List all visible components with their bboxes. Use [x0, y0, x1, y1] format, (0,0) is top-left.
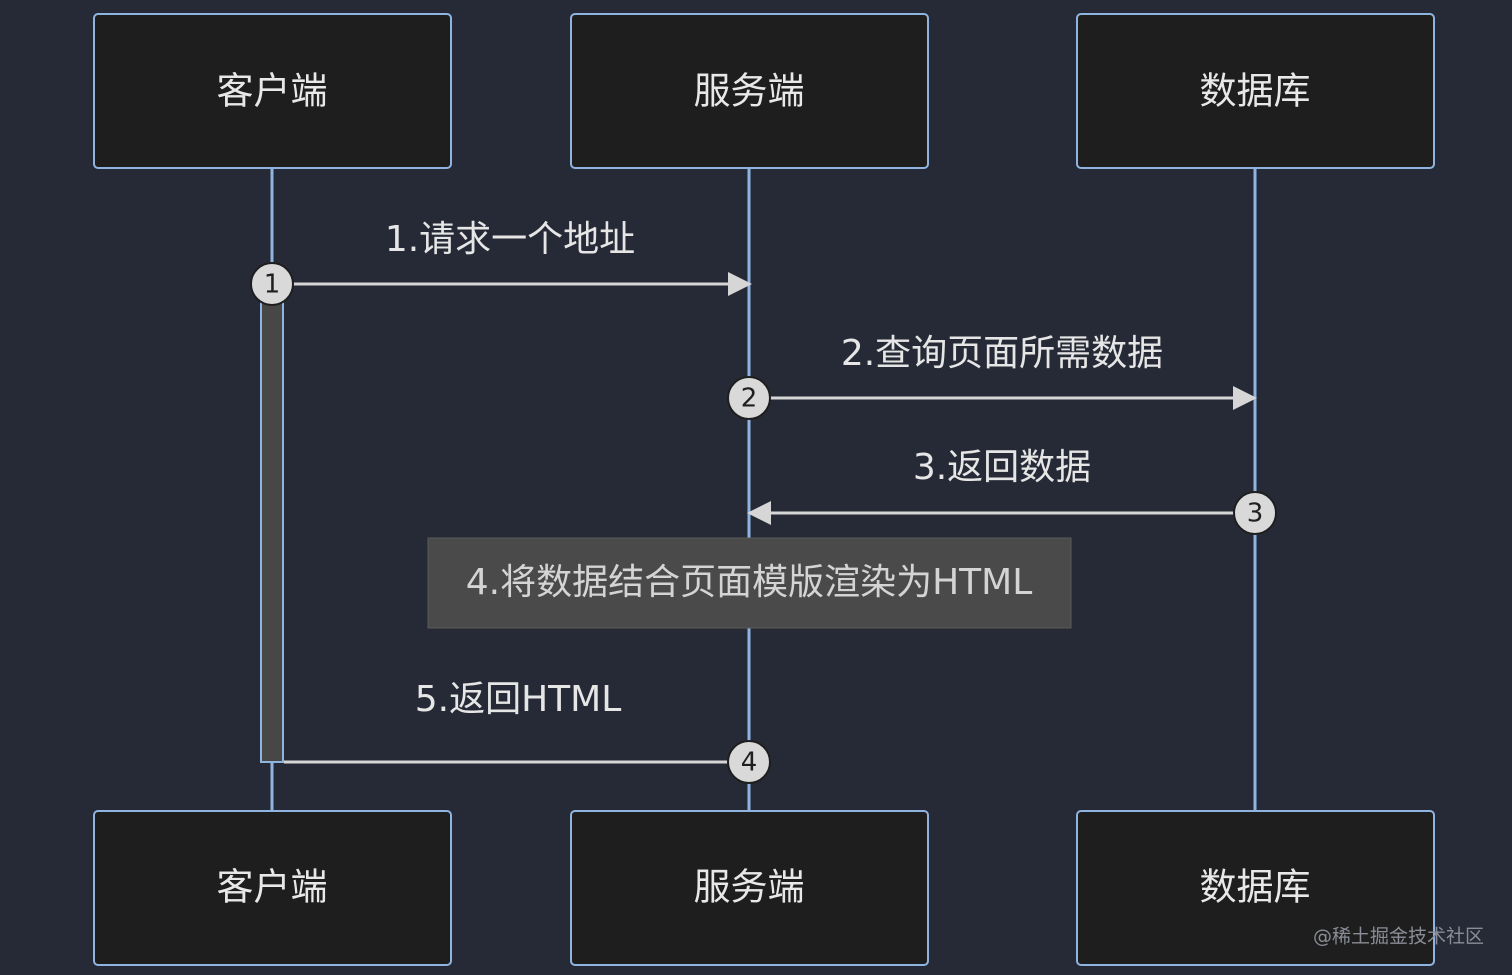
actor-top-server: 服务端: [570, 13, 929, 169]
sequence-number-badge: [250, 262, 294, 306]
actor-label: 客户端: [217, 70, 328, 113]
note-over-server: 4.将数据结合页面模版渲染为HTML: [427, 537, 1072, 629]
sequence-number: 4: [741, 748, 758, 778]
actor-label: 数据库: [1200, 70, 1311, 113]
sequence-number-badge: [727, 740, 771, 784]
message-label: 2.查询页面所需数据: [841, 333, 1163, 374]
actor-label: 服务端: [694, 70, 805, 113]
actor-top-client: 客户端: [93, 13, 452, 169]
sequence-number: 1: [264, 270, 281, 300]
message-label: 3.返回数据: [913, 447, 1091, 488]
arrowhead-icon: [728, 272, 752, 296]
sequence-number-badge: [727, 376, 771, 420]
message-3: 3.返回数据 3: [747, 447, 1277, 535]
actor-bottom-client: 客户端: [93, 810, 452, 966]
actor-label: 服务端: [694, 866, 805, 909]
sequence-number: 3: [1247, 499, 1264, 529]
sequence-number: 2: [741, 384, 758, 414]
actor-bottom-server: 服务端: [570, 810, 929, 966]
message-1: 1.请求一个地址 1: [250, 219, 752, 306]
actor-label: 客户端: [217, 866, 328, 909]
message-2: 2.查询页面所需数据 2: [727, 333, 1257, 420]
sequence-number-badge: [1233, 491, 1277, 535]
message-label: 1.请求一个地址: [385, 219, 635, 260]
message-label: 5.返回HTML: [415, 679, 622, 720]
arrowhead-icon: [747, 501, 771, 525]
actor-top-database: 数据库: [1076, 13, 1435, 169]
actor-bottom-database: 数据库: [1076, 810, 1435, 966]
watermark: @稀土掘金技术社区: [1313, 926, 1484, 948]
note-label: 4.将数据结合页面模版渲染为HTML: [466, 562, 1033, 603]
arrowhead-icon: [1233, 386, 1257, 410]
actor-label: 数据库: [1200, 866, 1311, 909]
activation-bar-client: [260, 283, 284, 763]
message-4: 5.返回HTML 4: [284, 679, 771, 784]
